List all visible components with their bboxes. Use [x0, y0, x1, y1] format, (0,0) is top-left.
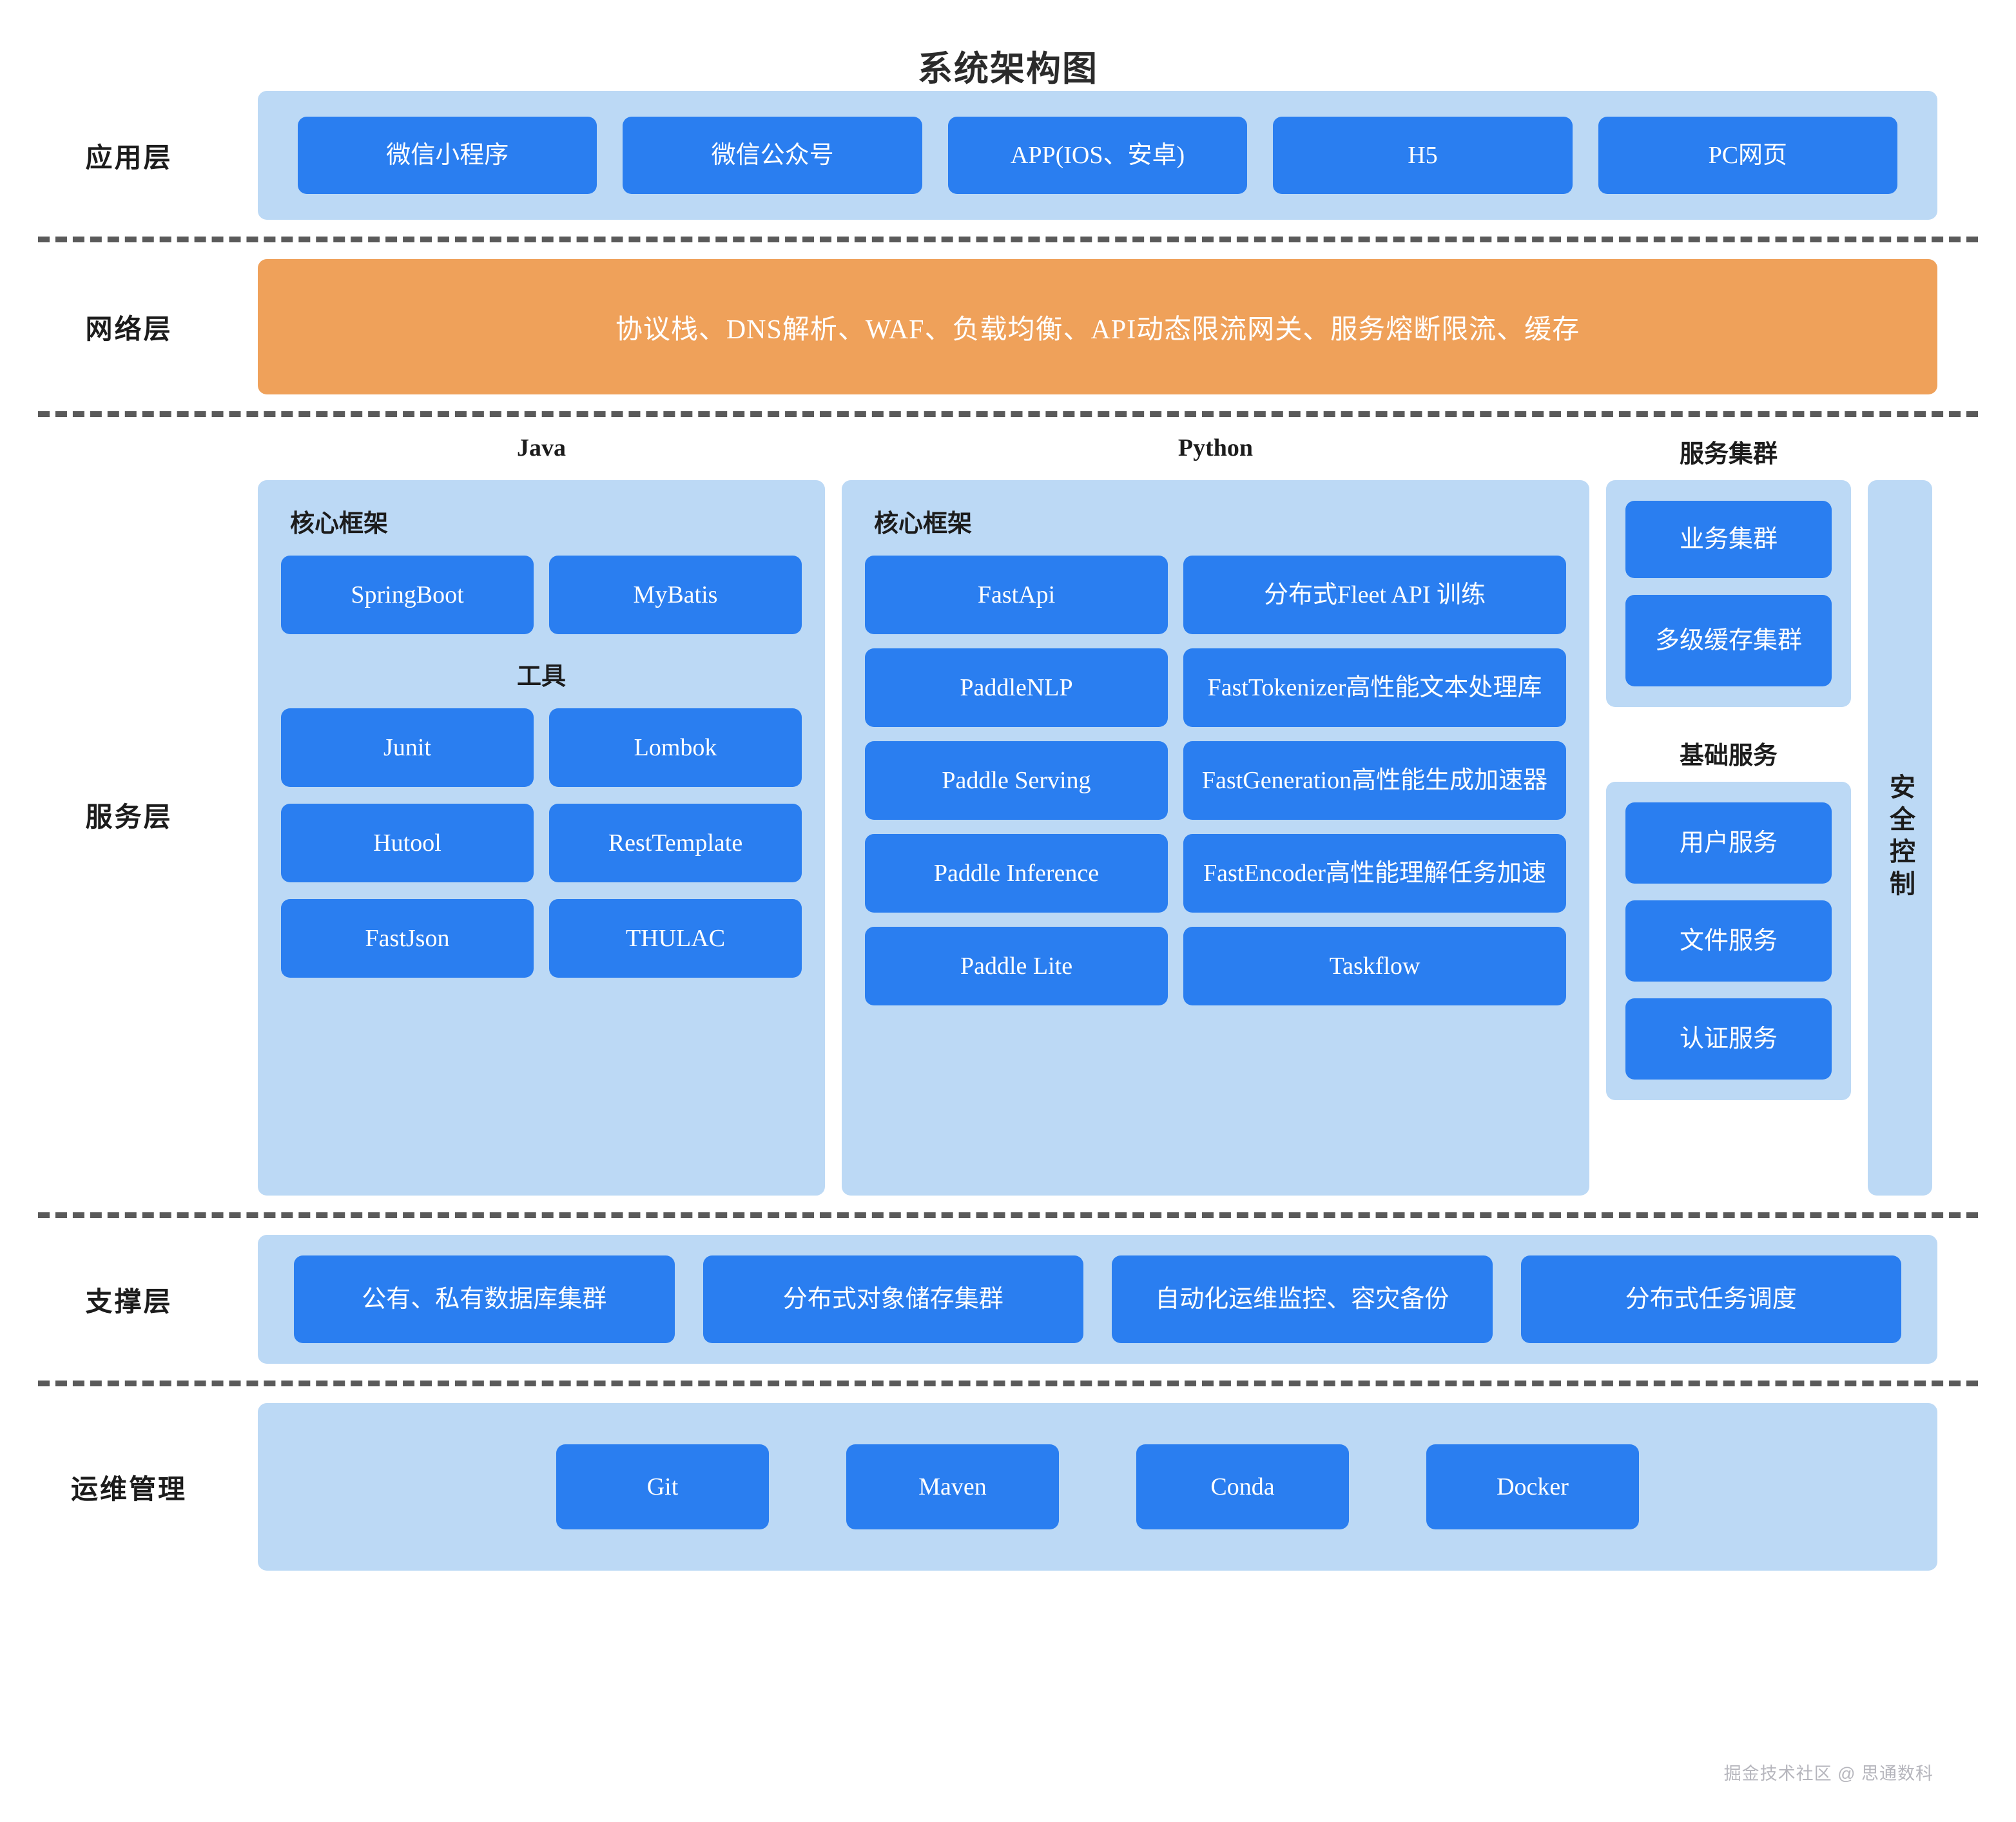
- java-core-heading: 核心框架: [290, 510, 389, 538]
- column-heading-python: Python: [1178, 434, 1254, 461]
- service-columns: Java 核心框架 SpringBoot MyBatis 工具 Junit Lo…: [258, 434, 2016, 1196]
- column-heading-service-cluster: 服务集群: [1679, 441, 1778, 468]
- application-layer-row: 应用层 微信小程序 微信公众号 APP(IOS、安卓) H5 PC网页: [0, 91, 2016, 220]
- network-layer-label: 网络层: [85, 315, 173, 345]
- security-control-label: 安全控制: [1886, 773, 1915, 902]
- python-item-paddlenlp[interactable]: PaddleNLP: [865, 648, 1168, 727]
- support-layer-row: 支撑层 公有、私有数据库集群 分布式对象储存集群 自动化运维监控、容灾备份 分布…: [0, 1235, 2016, 1364]
- python-item-paddle-serving[interactable]: Paddle Serving: [865, 741, 1168, 820]
- ops-layer-row: 运维管理 Git Maven Conda Docker: [0, 1403, 2016, 1571]
- divider-support-ops: [0, 1364, 2016, 1403]
- python-item-fastapi[interactable]: FastApi: [865, 556, 1168, 634]
- java-framework-box: 核心框架 SpringBoot MyBatis 工具 Junit Lombok …: [258, 480, 825, 1196]
- app-item-pc-web[interactable]: PC网页: [1598, 117, 1898, 194]
- python-item-paddle-lite[interactable]: Paddle Lite: [865, 927, 1168, 1005]
- watermark: 掘金技术社区 @ 思通数科: [1723, 1764, 1934, 1783]
- app-item-wechat-miniprogram[interactable]: 微信小程序: [298, 117, 597, 194]
- divider-application-network: [0, 220, 2016, 259]
- network-panel: 协议栈、DNS解析、WAF、负载均衡、API动态限流网关、服务熔断限流、缓存: [258, 259, 1937, 394]
- java-tool-junit[interactable]: Junit: [281, 708, 534, 787]
- column-heading-java: Java: [517, 434, 566, 461]
- cluster-item-business[interactable]: 业务集群: [1625, 501, 1832, 578]
- java-core-grid: SpringBoot MyBatis: [281, 556, 802, 634]
- java-tool-resttemplate[interactable]: RestTemplate: [549, 804, 802, 882]
- application-panel: 微信小程序 微信公众号 APP(IOS、安卓) H5 PC网页: [258, 91, 1937, 220]
- app-item-mobile-app[interactable]: APP(IOS、安卓): [947, 117, 1248, 194]
- python-item-fleet-api[interactable]: 分布式Fleet API 训练: [1183, 556, 1566, 634]
- divider-service-support: [0, 1196, 2016, 1235]
- divider-network-service: [0, 394, 2016, 434]
- network-layer-row: 网络层 协议栈、DNS解析、WAF、负载均衡、API动态限流网关、服务熔断限流、…: [0, 259, 2016, 394]
- python-item-fastgeneration[interactable]: FastGeneration高性能生成加速器: [1183, 741, 1566, 820]
- service-layer-body: Java 核心框架 SpringBoot MyBatis 工具 Junit Lo…: [258, 434, 2016, 1196]
- java-tool-fastjson[interactable]: FastJson: [281, 899, 534, 978]
- basic-service-user[interactable]: 用户服务: [1625, 802, 1832, 884]
- ops-item-conda[interactable]: Conda: [1136, 1444, 1349, 1529]
- application-layer-label: 应用层: [85, 143, 173, 173]
- support-layer-label: 支撑层: [85, 1287, 173, 1317]
- page-title: 系统架构图: [918, 50, 1098, 88]
- python-framework-box: 核心框架 FastApi 分布式Fleet API 训练 PaddleNLP F…: [842, 480, 1589, 1196]
- support-panel: 公有、私有数据库集群 分布式对象储存集群 自动化运维监控、容灾备份 分布式任务调…: [258, 1235, 1937, 1364]
- service-column-security: 安全控制: [1868, 434, 1932, 1196]
- column-heading-basic-service: 基础服务: [1679, 742, 1778, 770]
- dashed-divider: [38, 1212, 1978, 1218]
- support-item-ops-monitoring[interactable]: 自动化运维监控、容灾备份: [1112, 1255, 1493, 1343]
- network-layer-body: 协议栈、DNS解析、WAF、负载均衡、API动态限流网关、服务熔断限流、缓存: [258, 259, 2016, 394]
- service-layer-label: 服务层: [85, 802, 173, 833]
- basic-service-box: 用户服务 文件服务 认证服务: [1606, 782, 1851, 1100]
- java-tool-lombok[interactable]: Lombok: [549, 708, 802, 787]
- architecture-canvas: 应用层 微信小程序 微信公众号 APP(IOS、安卓) H5 PC网页 网络层 …: [0, 91, 2016, 1571]
- java-core-mybatis[interactable]: MyBatis: [549, 556, 802, 634]
- java-core-springboot[interactable]: SpringBoot: [281, 556, 534, 634]
- app-item-wechat-official[interactable]: 微信公众号: [623, 117, 922, 194]
- python-core-grid: FastApi 分布式Fleet API 训练 PaddleNLP FastTo…: [865, 556, 1566, 1005]
- dashed-divider: [38, 1381, 1978, 1386]
- basic-service-auth[interactable]: 认证服务: [1625, 998, 1832, 1080]
- service-column-java: Java 核心框架 SpringBoot MyBatis 工具 Junit Lo…: [258, 434, 825, 1196]
- service-column-python: Python 核心框架 FastApi 分布式Fleet API 训练 Padd…: [842, 434, 1589, 1196]
- python-item-paddle-inference[interactable]: Paddle Inference: [865, 834, 1168, 913]
- dashed-divider: [38, 237, 1978, 242]
- java-tool-thulac[interactable]: THULAC: [549, 899, 802, 978]
- ops-item-git[interactable]: Git: [556, 1444, 769, 1529]
- python-core-heading: 核心框架: [874, 510, 973, 538]
- python-item-fasttokenizer[interactable]: FastTokenizer高性能文本处理库: [1183, 648, 1566, 727]
- ops-panel: Git Maven Conda Docker: [258, 1403, 1937, 1571]
- support-item-database-cluster[interactable]: 公有、私有数据库集群: [294, 1255, 675, 1343]
- java-tools-heading: 工具: [516, 663, 566, 690]
- app-item-h5[interactable]: H5: [1273, 117, 1573, 194]
- ops-item-maven[interactable]: Maven: [846, 1444, 1059, 1529]
- ops-layer-label: 运维管理: [70, 1475, 187, 1505]
- basic-service-file[interactable]: 文件服务: [1625, 900, 1832, 982]
- support-layer-body: 公有、私有数据库集群 分布式对象储存集群 自动化运维监控、容灾备份 分布式任务调…: [258, 1235, 2016, 1364]
- application-layer-body: 微信小程序 微信公众号 APP(IOS、安卓) H5 PC网页: [258, 91, 2016, 220]
- java-tools-grid: Junit Lombok Hutool RestTemplate FastJso…: [281, 708, 802, 978]
- security-control-box: 安全控制: [1868, 480, 1932, 1196]
- java-tool-hutool[interactable]: Hutool: [281, 804, 534, 882]
- ops-item-docker[interactable]: Docker: [1426, 1444, 1639, 1529]
- cluster-item-multilevel-cache[interactable]: 多级缓存集群: [1625, 595, 1832, 686]
- python-item-taskflow[interactable]: Taskflow: [1183, 927, 1566, 1005]
- dashed-divider: [38, 411, 1978, 417]
- security-spacer: [1868, 434, 1932, 463]
- ops-layer-body: Git Maven Conda Docker: [258, 1403, 2016, 1571]
- python-item-fastencoder[interactable]: FastEncoder高性能理解任务加速: [1183, 834, 1566, 913]
- service-layer-row: 服务层 Java 核心框架 SpringBoot MyBatis 工具 Juni…: [0, 434, 2016, 1196]
- support-item-task-scheduling[interactable]: 分布式任务调度: [1520, 1255, 1901, 1343]
- support-item-object-storage[interactable]: 分布式对象储存集群: [703, 1255, 1083, 1343]
- service-column-clusters: 服务集群 业务集群 多级缓存集群 基础服务 用户服务 文件服务 认证服务: [1606, 434, 1851, 1100]
- service-cluster-box: 业务集群 多级缓存集群: [1606, 480, 1851, 707]
